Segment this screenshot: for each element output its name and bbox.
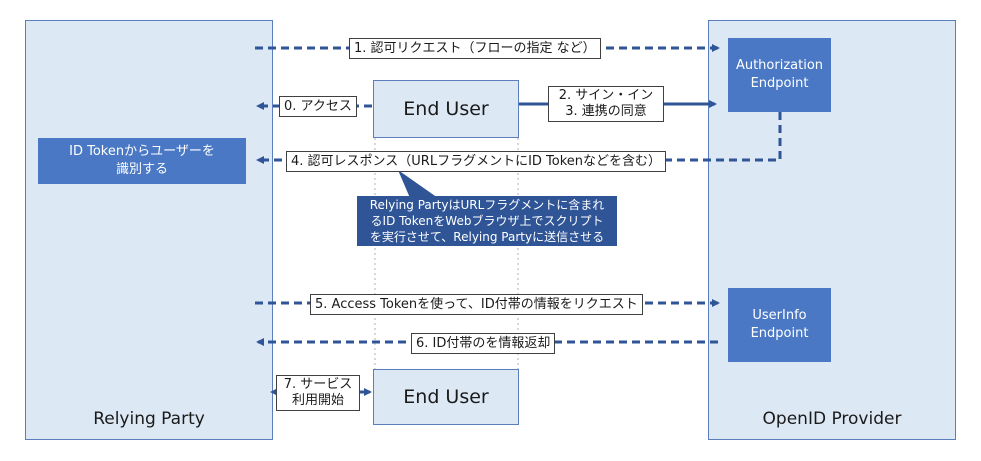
end-user-box-top: End User	[373, 80, 519, 138]
authorization-endpoint-box: Authorization Endpoint	[728, 38, 831, 112]
id-token-identify-line1: ID Tokenからユーザーを	[69, 144, 215, 159]
end-user-box-bottom: End User	[373, 369, 519, 425]
step-4-label: 4. 認可レスポンス（URLフラグメントにID Tokenなどを含む）	[286, 151, 667, 172]
userinfo-endpoint-box: UserInfo Endpoint	[728, 288, 831, 362]
callout-pointer	[398, 170, 438, 198]
relying-party-label: Relying Party	[93, 409, 205, 429]
step-5-label: 5. Access Tokenを使って、ID付帯の情報をリクエスト	[310, 294, 643, 315]
step-1-label: 1. 認可リクエスト（フローの指定 など）	[349, 38, 601, 59]
userinfo-endpoint-line2: Endpoint	[750, 326, 809, 341]
step-6-label: 6. ID付帯のを情報返却	[411, 333, 556, 354]
step-7-label: 7. サービス 利用開始	[276, 375, 360, 411]
step-2-label: 2. サイン・イン	[558, 88, 654, 103]
step-0-label: 0. アクセス	[279, 96, 357, 117]
id-token-identify-box: ID Tokenからユーザーを 識別する	[38, 138, 246, 184]
id-token-identify-line2: 識別する	[115, 162, 168, 177]
userinfo-endpoint-line1: UserInfo	[752, 308, 807, 323]
step-7-line2: 利用開始	[291, 393, 344, 408]
authorization-endpoint-line1: Authorization	[735, 58, 824, 73]
step-2-3-label: 2. サイン・イン 3. 連携の同意	[548, 86, 664, 122]
openid-provider-label: OpenID Provider	[762, 409, 902, 429]
callout-box: Relying PartyはURLフラグメントに含まれ るID TokenをWe…	[357, 196, 617, 246]
relying-party-lane: Relying Party	[25, 20, 273, 440]
authorization-endpoint-line2: Endpoint	[750, 76, 809, 91]
step-7-line1: 7. サービス	[283, 377, 353, 392]
callout-line1: Relying PartyはURLフラグメントに含まれ	[369, 198, 605, 212]
step-3-label: 3. 連携の同意	[565, 104, 647, 119]
callout-line2: るID TokenをWebブラウザ上でスクリプト	[370, 214, 604, 228]
callout-line3: を実行させて、Relying Partyに送信させる	[369, 230, 605, 244]
